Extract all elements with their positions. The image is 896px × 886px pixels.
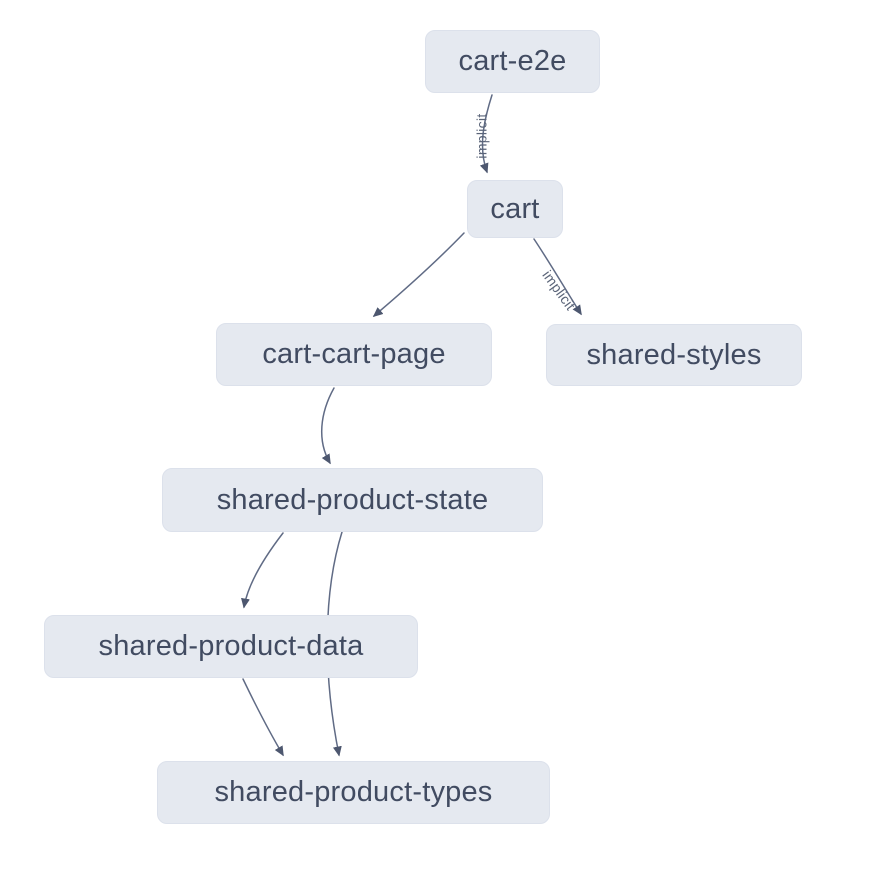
- edge-cart-to-shared-styles: [533, 238, 582, 316]
- graph-node-shared-product-types[interactable]: shared-product-types: [157, 761, 550, 824]
- node-label: cart-e2e: [458, 45, 567, 77]
- node-label: shared-product-types: [214, 776, 493, 808]
- edge-shared-product-data-to-shared-product-types: [242, 678, 284, 757]
- node-label: shared-product-state: [216, 483, 489, 516]
- node-label: cart: [490, 192, 540, 225]
- edge-cart-to-cart-cart-page: [372, 232, 465, 317]
- graph-node-cart-cart-page[interactable]: cart-cart-page: [216, 323, 492, 386]
- graph-node-shared-product-state[interactable]: shared-product-state: [162, 468, 543, 532]
- graph-node-shared-styles[interactable]: shared-styles: [546, 324, 802, 386]
- node-label: shared-product-data: [98, 630, 364, 662]
- node-label: cart-cart-page: [262, 338, 446, 370]
- edge-cart-cart-page-to-shared-product-state: [321, 387, 335, 465]
- graph-node-cart[interactable]: cart: [467, 180, 563, 238]
- graph-node-cart-e2e[interactable]: cart-e2e: [425, 30, 600, 93]
- graph-node-shared-product-data[interactable]: shared-product-data: [44, 615, 418, 678]
- edge-label-cart-to-shared-styles: implicit: [539, 267, 579, 313]
- node-label: shared-styles: [586, 338, 762, 371]
- edge-shared-product-state-to-shared-product-data: [241, 532, 284, 609]
- edge-cart-e2e-to-cart: [479, 94, 493, 174]
- edge-label-cart-e2e-to-cart: implicit: [474, 113, 490, 158]
